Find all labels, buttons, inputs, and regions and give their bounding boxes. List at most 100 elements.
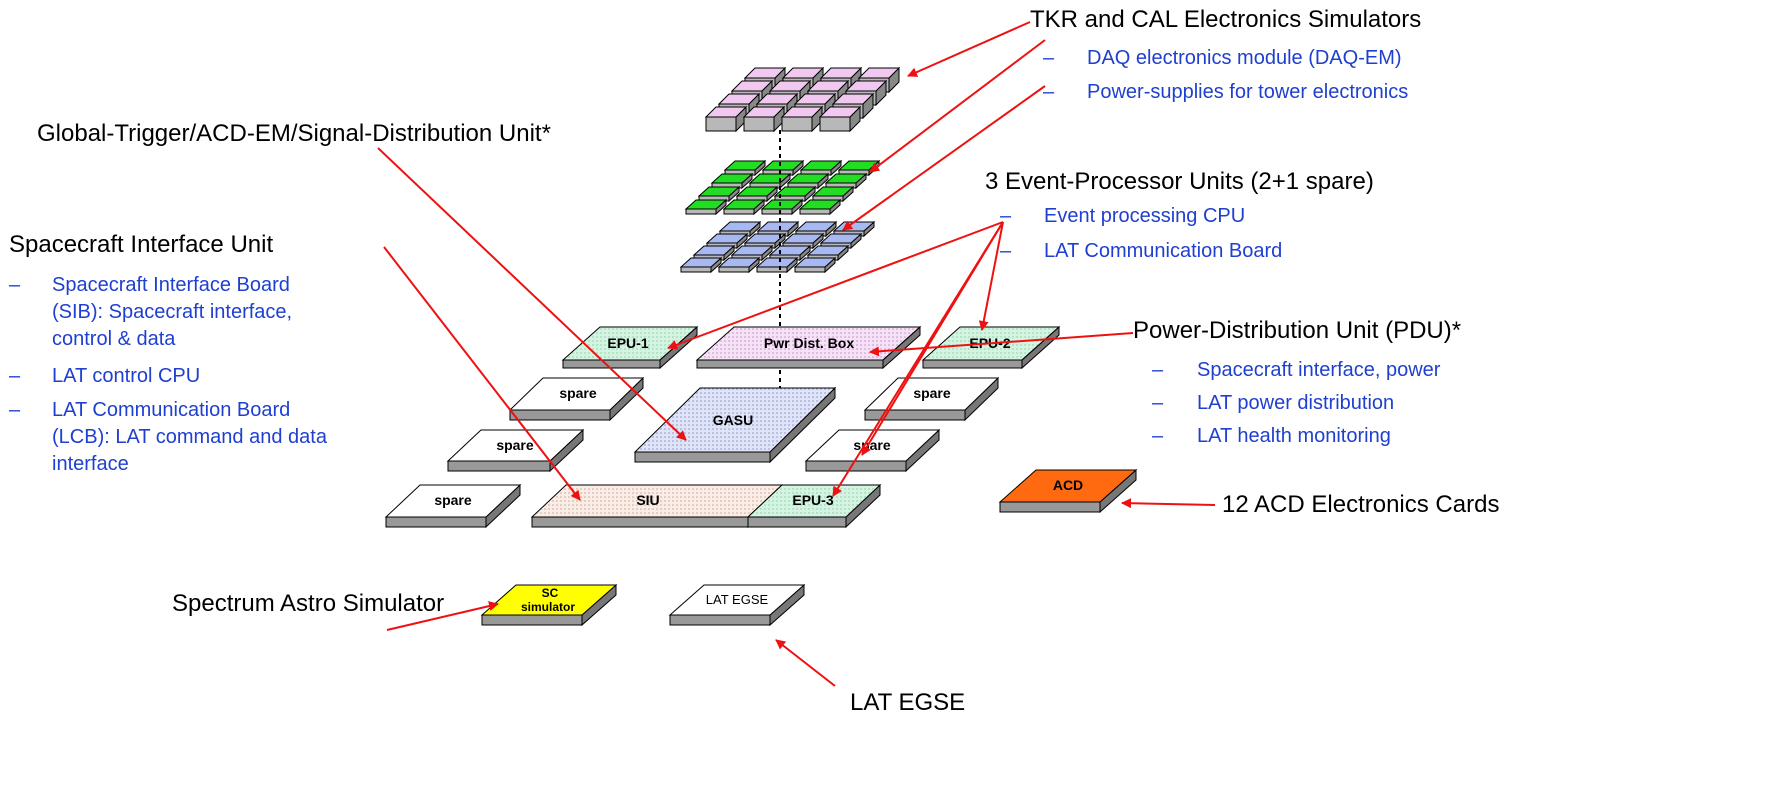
dash: –: [9, 399, 21, 421]
pointer-arrows: [377, 21, 1216, 687]
acd-title: 12 ACD Electronics Cards: [1222, 491, 1499, 518]
power-supply-tile: [717, 256, 761, 274]
arrow-gasu: [377, 147, 687, 441]
gasu-board[interactable]: GASU: [633, 386, 837, 464]
daq-em-tile: [798, 198, 842, 216]
pdu-board[interactable]: Pwr Dist. Box: [695, 325, 922, 370]
dash: –: [1152, 425, 1164, 447]
arrow-sc-sim: [386, 601, 499, 631]
power-supply-tile: [793, 256, 837, 274]
siu-item-1-line-2: (SIB): Spacecraft interface,: [52, 301, 292, 323]
arrow-tkr: [907, 21, 1031, 77]
gasu-label: GASU: [713, 412, 753, 428]
epu-title: 3 Event-Processor Units (2+1 spare): [985, 168, 1374, 195]
dash: –: [9, 365, 21, 387]
daq-em-tile: [684, 198, 728, 216]
daq-em-tile: [735, 185, 779, 203]
spare-board-3[interactable]: spare: [446, 428, 585, 473]
siu-item-1-line-1: Spacecraft Interface Board: [52, 274, 290, 296]
spare-label-1: spare: [559, 385, 597, 401]
arrow-daq: [869, 39, 1046, 173]
siu-item-3-line-2: (LCB): LAT command and data: [52, 426, 328, 448]
dash: –: [1043, 47, 1055, 69]
daq-em-tile: [761, 159, 805, 177]
acd-board[interactable]: ACD: [998, 468, 1138, 514]
tkr-cal-item-2: Power-supplies for tower electronics: [1087, 81, 1408, 103]
arrow-egse: [775, 639, 836, 687]
pdu-item-1: Spacecraft interface, power: [1197, 359, 1441, 381]
arrow-epu1: [667, 221, 1004, 350]
acd-label: ACD: [1053, 477, 1083, 493]
siu-item-2: LAT control CPU: [52, 365, 200, 387]
daq-em-tile: [722, 198, 766, 216]
arrow-acd: [1121, 498, 1216, 509]
daq-em-tile: [760, 198, 804, 216]
daq-em-module-stack: [684, 159, 881, 216]
daq-em-tile: [811, 185, 855, 203]
power-supply-tile: [755, 256, 799, 274]
tkr-cal-tile: [742, 105, 786, 133]
dash: –: [1043, 81, 1055, 103]
sc-label-line2: simulator: [521, 600, 575, 614]
dash: –: [1152, 359, 1164, 381]
daq-em-tile: [837, 159, 881, 177]
arrow-power-supplies: [842, 85, 1046, 231]
tkr-cal-item-1: DAQ electronics module (DAQ-EM): [1087, 47, 1402, 69]
daq-em-tile: [723, 159, 767, 177]
daq-em-tile: [786, 172, 830, 190]
tkr-cal-tile: [818, 105, 862, 133]
pdu-title: Power-Distribution Unit (PDU)*: [1133, 317, 1461, 344]
lat-egse-label: LAT EGSE: [706, 592, 769, 607]
epu3-label: EPU-3: [792, 492, 833, 508]
spare-label-2: spare: [913, 385, 951, 401]
egse-title: LAT EGSE: [850, 689, 965, 716]
epu-item-2: LAT Communication Board: [1044, 240, 1282, 262]
gasu-title: Global-Trigger/ACD-EM/Signal-Distributio…: [37, 120, 551, 147]
arrow-epu2: [978, 221, 1004, 331]
sc-sim-title: Spectrum Astro Simulator: [172, 590, 444, 617]
tkr-cal-title: TKR and CAL Electronics Simulators: [1030, 6, 1421, 33]
tkr-cal-simulator-stack: [704, 66, 901, 133]
siu-board[interactable]: SIU: [530, 483, 784, 529]
pdu-item-2: LAT power distribution: [1197, 392, 1394, 414]
pdu-item-3: LAT health monitoring: [1197, 425, 1391, 447]
arrow-pdu: [869, 332, 1134, 357]
daq-em-tile: [748, 172, 792, 190]
arrow-epu3: [832, 221, 1004, 497]
power-supply-stack: [679, 220, 876, 274]
tkr-cal-tile: [704, 105, 748, 133]
siu-item-3-line-3: interface: [52, 453, 129, 475]
epu1-label: EPU-1: [607, 335, 648, 351]
epu-item-1: Event processing CPU: [1044, 205, 1245, 227]
epu3-board[interactable]: EPU-3: [746, 483, 882, 529]
spare-label-3: spare: [496, 437, 534, 453]
daq-em-tile: [799, 159, 843, 177]
lat-egse-board[interactable]: LAT EGSE: [668, 583, 806, 627]
sc-simulator-board[interactable]: SC simulator: [480, 583, 618, 627]
daq-em-tile: [824, 172, 868, 190]
dash: –: [9, 274, 21, 296]
daq-em-tile: [710, 172, 754, 190]
epu1-board[interactable]: EPU-1: [561, 325, 699, 370]
dash: –: [1000, 240, 1012, 262]
power-supply-tile: [679, 256, 723, 274]
dash: –: [1152, 392, 1164, 414]
siu-item-1-line-3: control & data: [52, 328, 176, 350]
tkr-cal-tile: [780, 105, 824, 133]
daq-em-tile: [773, 185, 817, 203]
siu-label: SIU: [636, 492, 659, 508]
spare-label-5: spare: [434, 492, 472, 508]
siu-title: Spacecraft Interface Unit: [9, 231, 273, 258]
spare-board-5[interactable]: spare: [384, 483, 522, 529]
arrow-siu: [383, 246, 581, 501]
dash: –: [1000, 205, 1012, 227]
spare-board-1[interactable]: spare: [508, 376, 645, 422]
daq-em-tile: [697, 185, 741, 203]
board-layout: EPU-1 Pwr Dist. Box EPU-2 spare: [384, 325, 1138, 627]
annotations: TKR and CAL Electronics Simulators – DAQ…: [9, 6, 1499, 716]
spare-board-2[interactable]: spare: [863, 376, 1000, 422]
sc-label-line1: SC: [542, 586, 559, 600]
pdu-label: Pwr Dist. Box: [764, 335, 854, 351]
siu-item-3-line-1: LAT Communication Board: [52, 399, 290, 421]
